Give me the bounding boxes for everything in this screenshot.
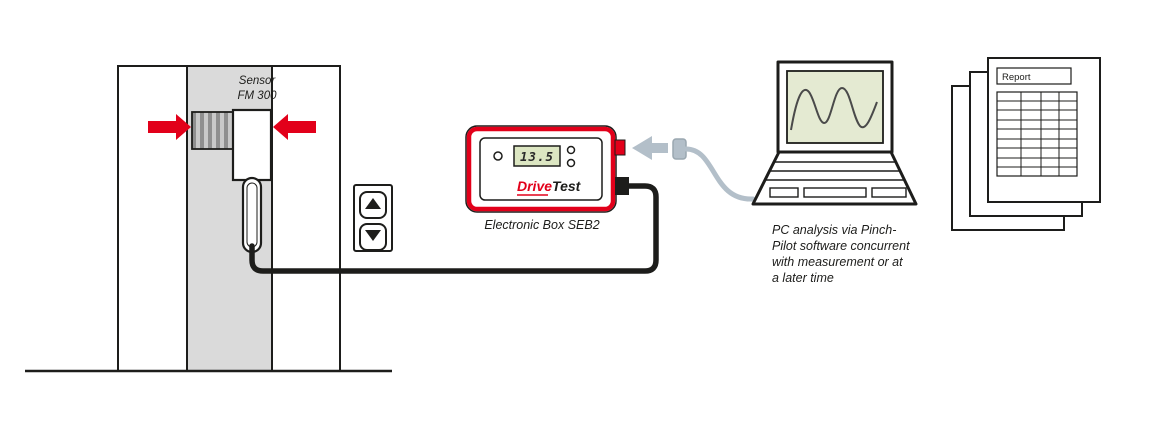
electronic-box-seb2: 13.5 DriveTest	[465, 125, 629, 213]
box-led-bottom	[566, 158, 576, 168]
sensor-cable	[249, 183, 659, 274]
electronic-box-caption: Electronic Box SEB2	[484, 218, 599, 232]
keyboard-spacebar	[803, 187, 867, 198]
pc-analysis-note: PC analysis via Pinch- Pilot software co…	[772, 223, 910, 285]
laptop	[751, 60, 918, 206]
pc-note-line3: with measurement or at	[772, 255, 903, 269]
data-link-arrow-icon	[632, 136, 668, 160]
laptop-base	[751, 150, 918, 206]
force-arrow-right-icon	[273, 114, 316, 140]
box-led-top	[566, 145, 576, 155]
pc-note-line2: Pilot software concurrent	[772, 239, 910, 253]
report-table-grid	[997, 92, 1077, 176]
lcd-display	[513, 145, 561, 167]
sensor-label-line1: Sensor	[239, 75, 277, 87]
force-arrow-left-icon	[148, 114, 191, 140]
down-arrow-icon	[365, 230, 381, 241]
waveform-plot	[790, 86, 878, 131]
keyboard-key-right	[871, 187, 907, 198]
sensor-body	[231, 108, 273, 182]
up-arrow-icon	[365, 198, 381, 209]
sensor-fm300	[191, 108, 273, 254]
right-door-post	[271, 65, 341, 372]
lcd-display-value: 13.5	[520, 149, 554, 164]
elevator-control-panel	[353, 184, 393, 252]
brand-drive: Drive	[517, 178, 552, 194]
box-socket-top	[614, 139, 626, 156]
report-title-box	[996, 67, 1072, 85]
pc-cable	[683, 146, 756, 202]
sensor-coil-block	[191, 111, 234, 150]
drivetest-logo: DriveTest	[517, 178, 582, 194]
report-table	[996, 91, 1078, 177]
left-door-post	[117, 65, 188, 372]
keyboard-key-left	[769, 187, 799, 198]
laptop-screen	[786, 70, 884, 144]
report-stack: Report	[951, 57, 1101, 231]
keyboard-rows	[765, 161, 905, 181]
brand-test: Test	[552, 178, 582, 194]
pc-note-line1: PC analysis via Pinch-	[772, 223, 896, 237]
sensor-label-line2: FM 300	[238, 90, 278, 102]
pc-note-line4: a later time	[772, 271, 834, 285]
sensor-handle	[241, 176, 263, 254]
box-socket-bottom	[615, 177, 629, 195]
report-title: Report	[1002, 72, 1031, 83]
box-button-left	[493, 151, 503, 161]
